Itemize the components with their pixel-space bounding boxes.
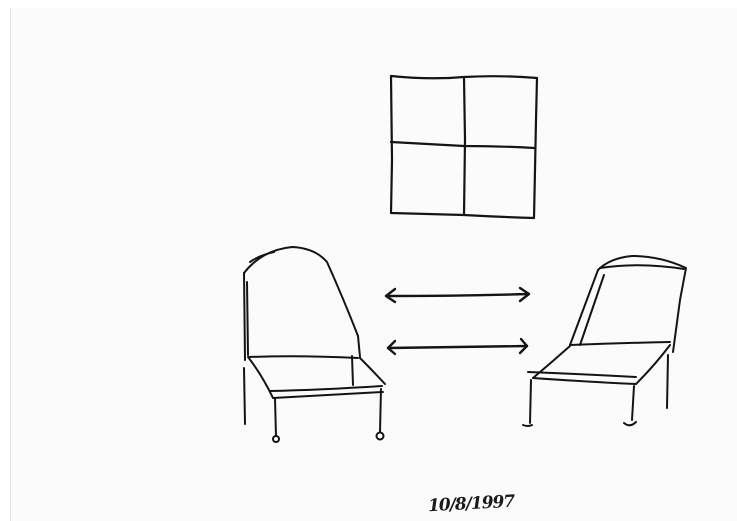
left-chair-leg-back <box>244 368 245 424</box>
left-chair-leg-front-right <box>380 389 381 432</box>
window-sketch <box>391 76 537 218</box>
right-chair-sketch <box>523 256 686 426</box>
left-chair-back-side <box>244 273 245 360</box>
right-chair-caster-1 <box>523 425 532 426</box>
left-chair-seat-front <box>360 358 385 384</box>
right-chair-leg-left <box>530 380 531 423</box>
left-chair-sketch <box>244 247 385 442</box>
left-chair-seat-crease <box>249 356 358 358</box>
right-chair-seat-edge <box>528 372 636 377</box>
left-chair-caster-2 <box>377 433 384 440</box>
upper-arrow-shaft <box>386 294 529 296</box>
right-chair-back <box>598 256 686 352</box>
left-chair-leg-front-left <box>275 399 276 436</box>
upper-double-arrow <box>386 288 529 302</box>
window-mullion-horizontal <box>391 142 534 148</box>
lower-double-arrow <box>388 339 527 354</box>
left-chair-seat-edge <box>273 392 383 398</box>
left-chair-armrest-line <box>352 356 353 385</box>
left-chair-seat-edge-2 <box>270 386 382 391</box>
right-chair-seat-front <box>533 378 636 384</box>
left-chair-seat-side <box>248 357 273 398</box>
right-chair-seat-right <box>636 345 670 384</box>
left-chair-caster-1 <box>273 436 279 442</box>
left-chair-back-side-inner <box>247 282 248 355</box>
right-chair-back-top <box>600 265 684 269</box>
right-chair-leg-mid <box>632 386 634 420</box>
right-chair-caster-2 <box>624 422 636 425</box>
left-chair-back <box>244 247 360 357</box>
right-chair-leg-right <box>667 355 668 408</box>
right-chair-seat-crease <box>570 342 670 345</box>
lower-arrow-shaft <box>388 346 527 348</box>
